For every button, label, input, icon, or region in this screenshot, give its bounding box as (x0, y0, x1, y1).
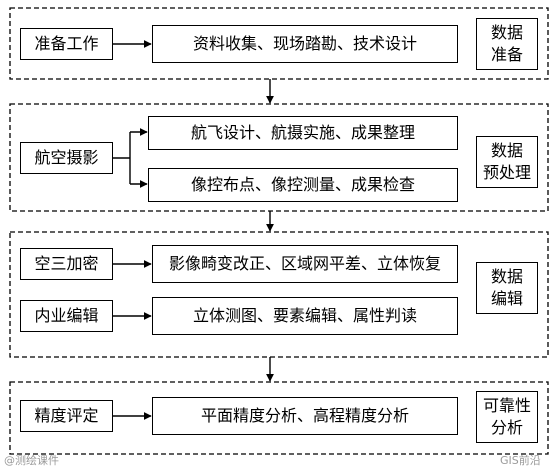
stage-label-line-2: 准备 (490, 45, 523, 64)
step-box-accuracy-assessment: 精度评定 (20, 400, 113, 432)
connector-bracket-2 (113, 132, 131, 184)
stage-label-line-2: 编辑 (490, 289, 523, 308)
stage-box-data-editing: 数据 编辑 (476, 262, 538, 314)
step-box-aerial-photography: 航空摄影 (20, 142, 113, 174)
step-label: 准备工作 (34, 34, 99, 53)
stage-label-line-1: 数据 (490, 267, 523, 286)
stage-label-line-1: 数据 (490, 141, 523, 160)
task-box-accuracy-analysis: 平面精度分析、高程精度分析 (152, 397, 458, 435)
stage-label-line-2: 预处理 (482, 163, 531, 182)
section-frame-4 (9, 381, 549, 455)
step-label: 内业编辑 (34, 306, 99, 325)
task-label: 影像畸变改正、区域网平差、立体恢复 (168, 254, 441, 273)
step-label: 空三加密 (34, 254, 99, 273)
stage-box-data-preprocessing: 数据 预处理 (476, 136, 538, 188)
task-label: 航飞设计、航摄实施、成果整理 (190, 123, 415, 142)
step-box-prep-work: 准备工作 (20, 28, 113, 60)
watermark-right: GIS前沿 (500, 454, 541, 467)
section-frame-3 (9, 231, 549, 358)
step-label: 航空摄影 (34, 148, 99, 167)
task-label: 像控布点、像控测量、成果检查 (190, 175, 415, 194)
stage-label-line-1: 可靠性 (482, 396, 531, 415)
stage-label-line-2: 分析 (490, 418, 523, 437)
task-label: 资料收集、现场踏勘、技术设计 (192, 34, 417, 53)
step-label: 精度评定 (34, 406, 99, 425)
task-label: 平面精度分析、高程精度分析 (200, 406, 409, 425)
step-box-aerotriangulation: 空三加密 (20, 248, 113, 280)
section-frame-1 (9, 7, 549, 80)
task-box-data-collection: 资料收集、现场踏勘、技术设计 (152, 25, 458, 63)
step-box-office-editing: 内业编辑 (20, 300, 113, 332)
section-frame-2 (9, 103, 549, 212)
watermark-left: @测绘课件 (4, 454, 59, 467)
stage-label-line-1: 数据 (490, 23, 523, 42)
stage-box-reliability-analysis: 可靠性 分析 (476, 391, 538, 443)
task-box-flight-design: 航飞设计、航摄实施、成果整理 (148, 116, 458, 150)
task-box-control-points: 像控布点、像控测量、成果检查 (148, 168, 458, 202)
task-box-distortion-correction: 影像畸变改正、区域网平差、立体恢复 (152, 245, 458, 283)
stage-box-data-preparation: 数据 准备 (476, 18, 538, 70)
task-box-stereo-mapping: 立体测图、要素编辑、属性判读 (152, 297, 458, 335)
task-label: 立体测图、要素编辑、属性判读 (192, 306, 417, 325)
